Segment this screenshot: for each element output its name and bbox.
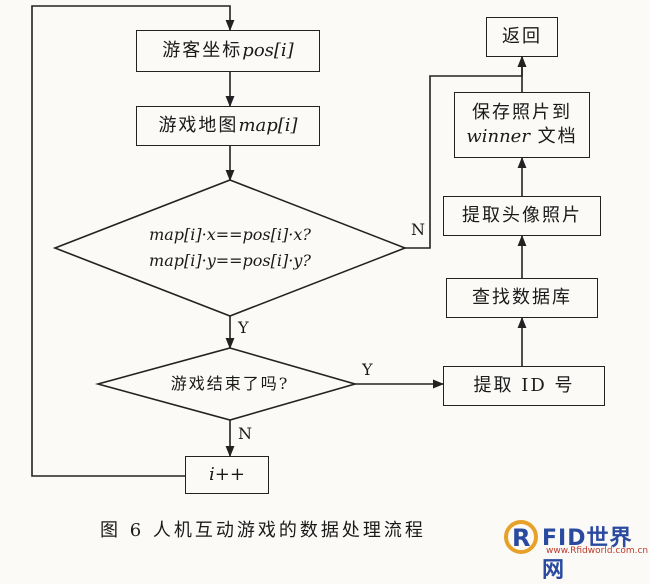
- condition-text: map[i]·x==pos[i]·x? map[i]·y==pos[i]·y?: [105, 222, 355, 274]
- gameover-text: 游戏结束了吗?: [130, 371, 330, 397]
- loop-back-line: [31, 5, 235, 477]
- node-search-database-label: 查找数据库: [472, 286, 572, 308]
- node-return-label: 返回: [502, 25, 542, 47]
- node-game-map-label: 游戏地图: [158, 114, 239, 136]
- node-extract-photo: 提取头像照片: [443, 196, 601, 236]
- node-increment: i++: [185, 456, 269, 494]
- rfidworld-logo: R FID世界网 www.Rfidworld.com.cn: [498, 514, 649, 583]
- logo-ring-icon: [504, 520, 538, 554]
- node-save-photo-doc: 文档: [529, 126, 578, 147]
- node-game-map: 游戏地图 map[i]: [136, 106, 320, 146]
- condition-line-2: map[i]·y==pos[i]·y?: [149, 251, 311, 270]
- node-save-photo-line-2: winner 文档: [466, 125, 577, 149]
- node-save-photo: 保存照片到 winner 文档: [454, 92, 590, 158]
- node-save-photo-line-1: 保存照片到: [472, 101, 572, 123]
- logo-url: www.Rfidworld.com.cn: [546, 546, 649, 556]
- edge-label-cond-y: Y: [238, 318, 249, 337]
- node-visitor-coordinates: 游客坐标 pos[i]: [136, 30, 320, 72]
- flowchart-figure: 游客坐标 pos[i] 游戏地图 map[i] map[i]·x==pos[i]…: [31, 5, 649, 583]
- figure-caption: 图 6 人机互动游戏的数据处理流程: [100, 520, 426, 541]
- condition-line-1: map[i]·x==pos[i]·x?: [149, 225, 311, 244]
- node-increment-label: i++: [209, 463, 245, 485]
- node-visitor-coordinates-var: pos[i]: [242, 39, 294, 61]
- node-visitor-coordinates-label: 游客坐标: [162, 39, 243, 61]
- node-return: 返回: [486, 17, 558, 57]
- edge-label-gameover-y: Y: [362, 360, 373, 379]
- edge-label-gameover-n: N: [238, 424, 252, 443]
- gameover-label: 游戏结束了吗?: [170, 374, 290, 393]
- edge-label-cond-n: N: [411, 220, 425, 239]
- node-extract-id-label: 提取 ID 号: [473, 374, 575, 396]
- node-save-photo-var: winner: [466, 126, 530, 147]
- node-game-map-var: map[i]: [238, 114, 298, 136]
- node-search-database: 查找数据库: [446, 278, 598, 318]
- node-extract-photo-label: 提取头像照片: [462, 204, 582, 226]
- node-extract-id: 提取 ID 号: [443, 366, 605, 406]
- logo-mark: R: [512, 524, 531, 552]
- flowchart-connectors: [31, 5, 527, 477]
